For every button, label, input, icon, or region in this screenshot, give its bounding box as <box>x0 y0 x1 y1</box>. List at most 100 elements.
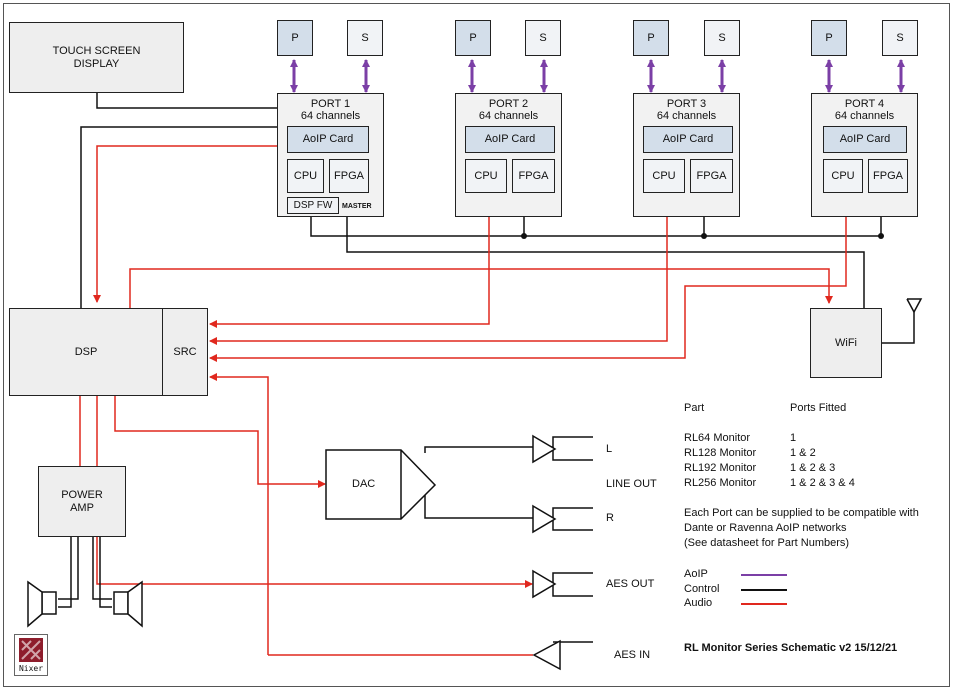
port1-cpu: CPU <box>287 159 324 193</box>
control-wire <box>552 518 593 531</box>
parts-row-ports: 1 & 2 & 3 <box>790 462 836 474</box>
src-label: SRC <box>173 345 197 358</box>
touch-screen-display: TOUCH SCREEN DISPLAY <box>9 22 184 93</box>
nixer-logo-mark <box>19 638 43 662</box>
port3-title: PORT 3 <box>666 98 707 110</box>
port3-fpga: FPGA <box>690 159 733 193</box>
port4-secondary-network: S <box>882 20 918 56</box>
wifi-label: WiFi <box>835 336 857 349</box>
aoip-note-line: Each Port can be supplied to be compatib… <box>684 507 919 519</box>
control-wire <box>552 583 593 597</box>
audio-wire <box>93 145 277 303</box>
control-wire <box>552 447 593 461</box>
port2-secondary-network: S <box>525 20 561 56</box>
dac-shape <box>325 449 437 520</box>
aoip-note-line: Dante or Ravenna AoIP networks <box>684 522 847 534</box>
port2-channels: 64 channels <box>478 110 539 122</box>
port2-aoip-card: AoIP Card <box>465 126 555 153</box>
line-out-label: LINE OUT <box>606 478 657 490</box>
output-r-label: R <box>606 512 614 524</box>
control-wire <box>882 312 915 344</box>
aes-in-label: AES IN <box>614 649 651 661</box>
audio-wire <box>129 268 833 308</box>
parts-header-ports: Ports Fitted <box>790 402 847 414</box>
diagram-frame <box>3 3 950 687</box>
port3-channels: 64 channels <box>656 110 717 122</box>
power-amp: POWER AMP <box>38 466 126 537</box>
legend-control-label: Control <box>684 583 720 595</box>
dsp-label: DSP <box>74 345 98 358</box>
legend-aoip-label: AoIP <box>684 568 708 580</box>
port3-primary-network: P <box>633 20 669 56</box>
junction-dots <box>521 233 884 239</box>
port4-title: PORT 4 <box>844 98 885 110</box>
port1-primary-network: P <box>277 20 313 56</box>
control-wire <box>424 495 593 519</box>
aes-out-driver <box>532 569 557 599</box>
aes-in-receiver <box>532 639 561 671</box>
line-driver-l <box>532 434 557 464</box>
nixer-logo-text: Nixer <box>18 664 44 673</box>
port1-fpga: FPGA <box>329 159 369 193</box>
parts-row-part: RL128 Monitor <box>684 447 757 459</box>
parts-row-ports: 1 <box>790 432 797 444</box>
audio-wire <box>209 217 668 345</box>
port1-secondary-network: S <box>347 20 383 56</box>
control-wire <box>906 298 923 314</box>
port3-aoip-card: AoIP Card <box>643 126 733 153</box>
port4-cpu: CPU <box>823 159 863 193</box>
parts-row-part: RL256 Monitor <box>684 477 757 489</box>
port2-cpu: CPU <box>465 159 507 193</box>
port2-title: PORT 2 <box>488 98 529 110</box>
control-wire <box>96 93 277 109</box>
port4-primary-network: P <box>811 20 847 56</box>
speaker-right-cone <box>127 580 143 628</box>
audio-wire <box>209 373 269 655</box>
port1-dsp-fw: DSP FW <box>287 197 339 214</box>
src-block: SRC <box>162 308 208 396</box>
parts-row-ports: 1 & 2 <box>790 447 816 459</box>
master-label: MASTER <box>342 203 372 210</box>
nixer-logo: Nixer <box>14 634 48 676</box>
aes-out-label: AES OUT <box>606 578 655 590</box>
output-l-label: L <box>606 443 613 455</box>
speaker-wires <box>58 537 112 608</box>
control-wire <box>424 436 593 453</box>
port1-channels: 64 channels <box>300 110 361 122</box>
parts-row-part: RL64 Monitor <box>684 432 751 444</box>
parts-header-part: Part <box>684 402 705 414</box>
aoip-note-line: (See datasheet for Part Numbers) <box>684 537 850 549</box>
audio-wire <box>209 217 847 362</box>
speaker-right-icon <box>113 591 129 615</box>
audio-wire <box>114 396 326 488</box>
port4-aoip-card: AoIP Card <box>823 126 907 153</box>
port3-secondary-network: S <box>704 20 740 56</box>
parts-row-ports: 1 & 2 & 3 & 4 <box>790 477 855 489</box>
control-wire <box>80 126 277 308</box>
audio-wire <box>209 217 490 328</box>
port2-fpga: FPGA <box>512 159 555 193</box>
port1-aoip-card: AoIP Card <box>287 126 369 153</box>
speaker-left-cone <box>27 580 43 628</box>
dsp-block: DSP <box>9 308 163 396</box>
legend-audio-label: Audio <box>684 597 713 609</box>
power-amp-label: POWER AMP <box>61 488 103 514</box>
parts-row-part: RL192 Monitor <box>684 462 757 474</box>
schematic-title: RL Monitor Series Schematic v2 15/12/21 <box>684 642 898 654</box>
port4-channels: 64 channels <box>834 110 895 122</box>
port2-primary-network: P <box>455 20 491 56</box>
touch-screen-label: TOUCH SCREEN DISPLAY <box>52 44 141 70</box>
control-wire <box>310 216 882 237</box>
port4-fpga: FPGA <box>868 159 908 193</box>
speaker-left-icon <box>41 591 57 615</box>
wifi-module: WiFi <box>810 308 882 378</box>
control-wire <box>552 572 593 583</box>
control-wire <box>346 217 865 308</box>
line-driver-r <box>532 504 557 534</box>
port3-cpu: CPU <box>643 159 685 193</box>
